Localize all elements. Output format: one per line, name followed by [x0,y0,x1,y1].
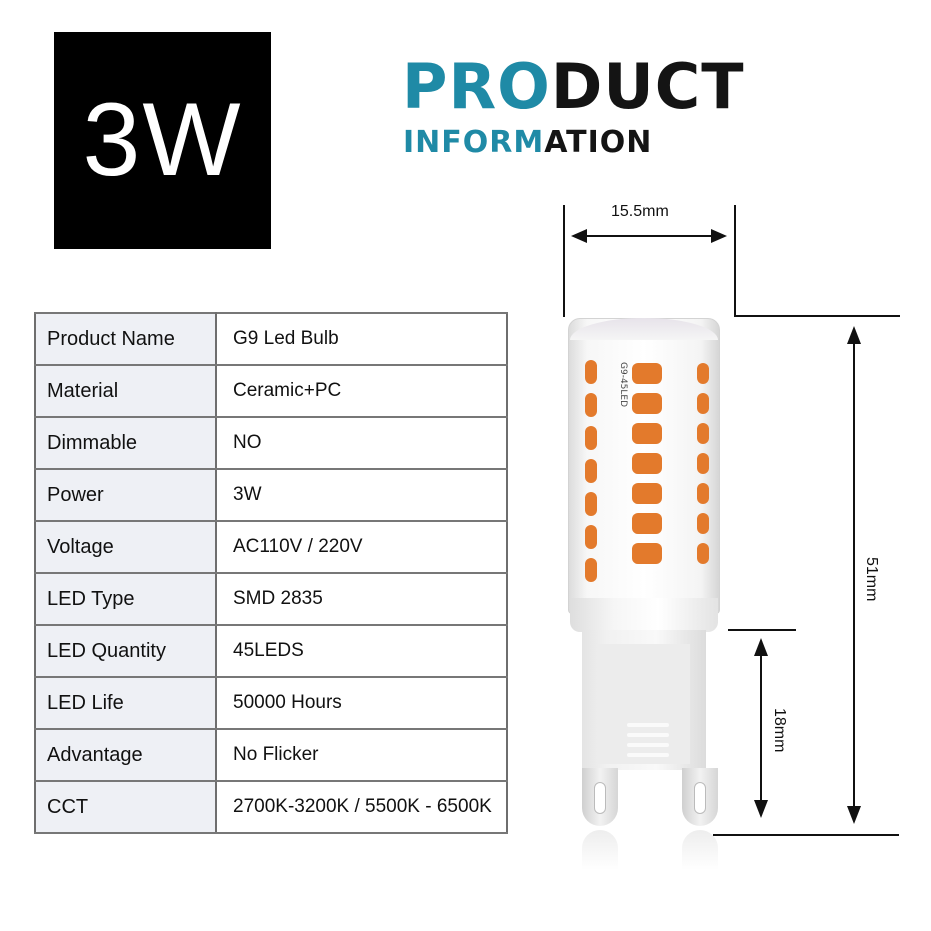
led-chip [697,423,709,444]
led-chip [697,543,709,564]
spec-label: CCT [35,780,217,834]
spec-value: G9 Led Bulb [216,312,507,366]
wattage-label: 3W [82,82,243,198]
base-rib [627,723,669,727]
base-height-label: 18mm [771,708,788,753]
led-chip [632,513,662,534]
led-chip [585,558,597,582]
spec-value: 3W [216,468,507,522]
height-label: 51mm [863,557,880,602]
spec-label: Voltage [35,520,217,574]
width-label: 15.5mm [611,203,669,220]
heading-information: INFORMATION [403,128,652,158]
led-chip [697,363,709,384]
spec-value: SMD 2835 [216,572,507,626]
dimension-extension-line [563,205,565,317]
spec-label: Product Name [35,312,217,366]
spec-label: LED Quantity [35,624,217,678]
wattage-badge: 3W [54,32,271,249]
spec-value: AC110V / 220V [216,520,507,574]
spec-label: LED Type [35,572,217,626]
led-chip [697,483,709,504]
heading-product-dark: DUCT [550,50,745,123]
spec-value: No Flicker [216,728,507,782]
dimension-extension-line [713,834,899,836]
led-chip [697,453,709,474]
arrow-right-icon [711,229,727,243]
heading-information-dark: ATION [544,125,653,160]
spec-label: Material [35,364,217,418]
led-chip [585,492,597,516]
bulb-collar [570,598,718,632]
spec-label: Advantage [35,728,217,782]
spec-value: 2700K-3200K / 5500K - 6500K [216,780,507,834]
base-rib [627,743,669,747]
spec-value: 50000 Hours [216,676,507,730]
heading-information-accent: INFORM [403,125,545,160]
base-rib [627,733,669,737]
arrow-up-icon [754,638,768,656]
led-chip [632,453,662,474]
pin-reflection [682,830,718,870]
arrow-up-icon [847,326,861,344]
spec-value: 45LEDS [216,624,507,678]
arrow-left-icon [571,229,587,243]
dimension-line [585,235,713,237]
bulb-pin-right [682,768,718,826]
led-chip [697,393,709,414]
heading-product-accent: PRO [402,50,551,123]
led-chip [632,483,662,504]
spec-label: Power [35,468,217,522]
dimension-line [760,650,762,810]
led-chip [585,426,597,450]
spec-label: Dimmable [35,416,217,470]
base-rib [627,753,669,757]
spec-value: NO [216,416,507,470]
led-chip [632,423,662,444]
spec-value: Ceramic+PC [216,364,507,418]
dimension-extension-line [728,629,796,631]
led-column-left [585,360,597,591]
spec-label: LED Life [35,676,217,730]
bulb-glass-top [570,318,718,340]
dimension-extension-line [734,315,900,317]
led-column-center [632,363,662,573]
led-chip [585,459,597,483]
arrow-down-icon [754,800,768,818]
heading-product: PRODUCT [402,56,745,118]
led-chip [585,525,597,549]
led-chip [697,513,709,534]
led-chip [585,393,597,417]
led-chip [632,543,662,564]
led-chip [632,363,662,384]
dimension-line [853,340,855,810]
dimension-extension-line [734,205,736,317]
led-chip [632,393,662,414]
bulb-pin-left [582,768,618,826]
led-chip [585,360,597,384]
arrow-down-icon [847,806,861,824]
chip-label: G9-45LED [618,362,628,408]
pin-reflection [582,830,618,870]
led-column-right [697,363,709,573]
